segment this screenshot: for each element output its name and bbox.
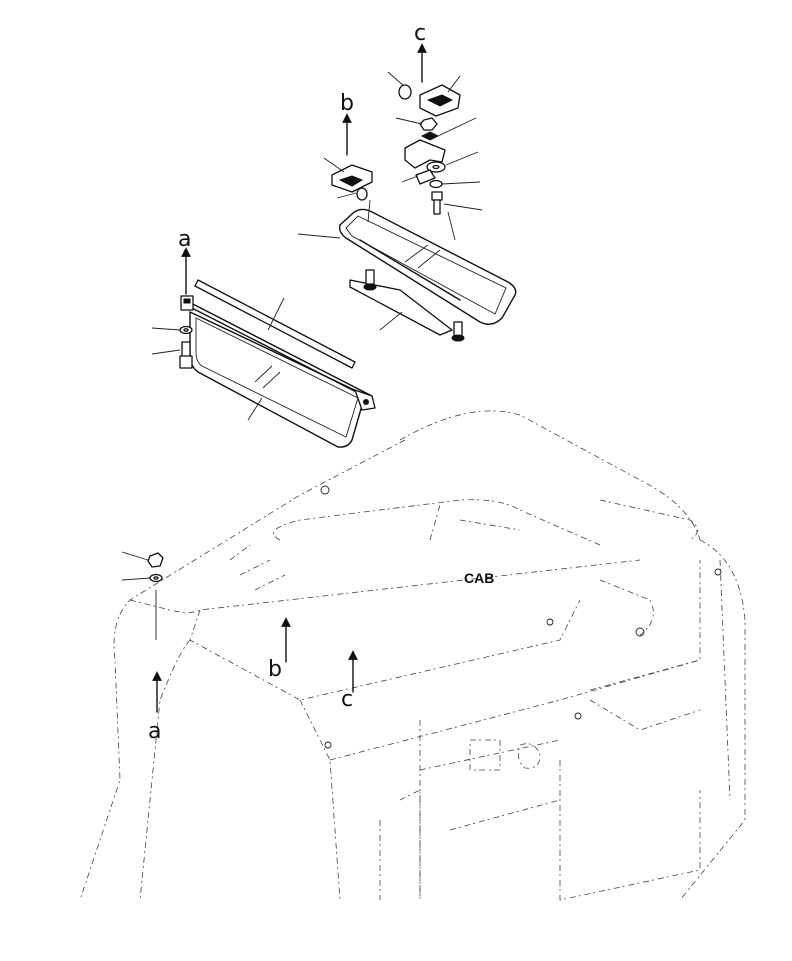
label-b-bottom: b <box>268 657 282 682</box>
cab-outline <box>79 410 746 901</box>
cab-label: CAB <box>464 570 494 586</box>
right-sun-visor <box>297 208 517 342</box>
label-a-top: a <box>178 227 191 252</box>
left-sun-visor <box>151 279 376 448</box>
label-b-top: b <box>340 91 354 116</box>
label-c-bottom: c <box>341 687 353 712</box>
direction-arrows <box>152 43 427 713</box>
hinge-bracket-b <box>323 157 373 223</box>
label-c-top: c <box>414 21 426 46</box>
cab-mount-fasteners <box>121 551 164 640</box>
hinge-bracket-c <box>387 71 483 241</box>
label-a-bottom: a <box>148 719 161 744</box>
